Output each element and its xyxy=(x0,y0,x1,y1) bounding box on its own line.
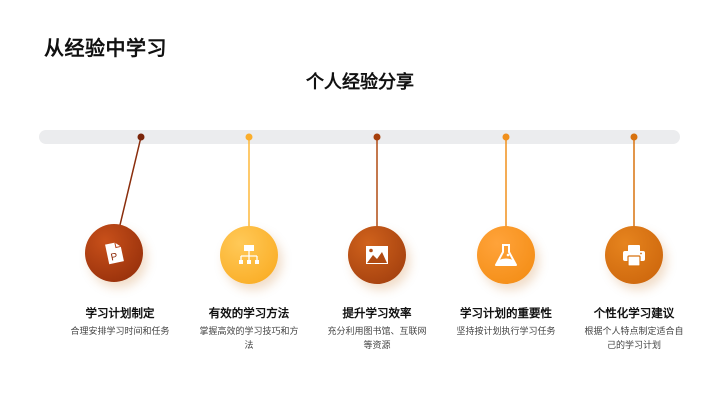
slide-title: 从经验中学习 xyxy=(44,36,167,60)
section-title: 个人经验分享 xyxy=(306,72,414,93)
timeline-node-2[interactable] xyxy=(220,226,278,284)
timeline-node-4[interactable] xyxy=(477,226,535,284)
powerpoint-file-icon: P xyxy=(105,242,124,265)
item-title-5: 个性化学习建议 xyxy=(593,306,675,320)
item-title-3: 提升学习效率 xyxy=(342,306,412,320)
item-desc-1: 合理安排学习时间和任务 xyxy=(70,327,170,337)
hierarchy-icon xyxy=(239,245,259,264)
printer-icon xyxy=(623,245,645,267)
timeline-node-1[interactable]: P xyxy=(85,224,143,282)
flask-icon xyxy=(495,244,517,266)
item-title-4: 学习计划的重要性 xyxy=(460,306,552,320)
item-desc-3: 充分利用图书馆、互联网等资源 xyxy=(327,327,427,351)
item-title-1: 学习计划制定 xyxy=(85,306,155,320)
item-title-2: 有效的学习方法 xyxy=(208,306,290,320)
timeline-node-3[interactable] xyxy=(348,226,406,284)
image-icon xyxy=(366,246,388,264)
svg-text:P: P xyxy=(110,251,119,263)
timeline-node-5[interactable] xyxy=(605,226,663,284)
item-desc-5: 根据个人特点制定适合自己的学习计划 xyxy=(584,327,684,351)
item-desc-2: 掌握高效的学习技巧和方法 xyxy=(199,327,299,351)
item-desc-4: 坚持按计划执行学习任务 xyxy=(456,327,556,337)
timeline-track xyxy=(39,130,680,144)
